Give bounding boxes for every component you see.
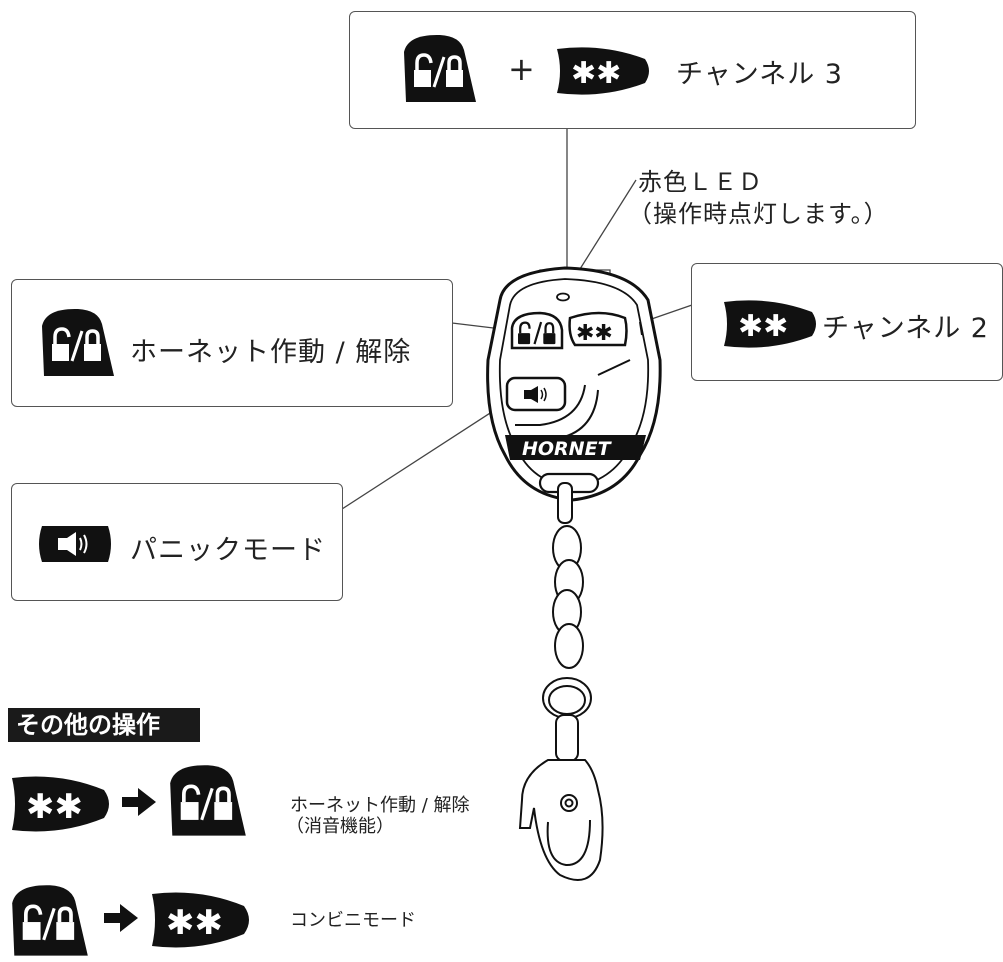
remote-star-button xyxy=(568,311,628,347)
remote-body: ✱✱ HORNET xyxy=(486,266,662,502)
leader-line-arm xyxy=(451,322,511,331)
op1-label-line2: （消音機能） xyxy=(286,816,394,837)
plus-sign: + xyxy=(508,50,536,88)
arm-disarm-label: ホーネット作動 / 解除 xyxy=(130,337,412,368)
brand-plate xyxy=(505,435,646,460)
clasp xyxy=(518,759,604,881)
star-star-icon: ✱✱ xyxy=(557,47,649,95)
red-led xyxy=(556,292,570,302)
remote-speaker-button xyxy=(505,376,567,412)
leader-line-channel2 xyxy=(639,304,693,324)
svg-text:✱✱: ✱✱ xyxy=(166,903,223,943)
channel2-callout: ✱✱ チャンネル 2 xyxy=(691,263,1003,381)
star-star-icon: ✱✱ xyxy=(12,776,109,832)
led-label-line1: 赤色ＬＥＤ xyxy=(638,168,763,196)
op1-label-line1: ホーネット作動 / 解除 xyxy=(290,795,470,816)
channel3-label: チャンネル 3 xyxy=(676,59,843,90)
remote-lock-button xyxy=(510,311,564,350)
led-label-line2: （操作時点灯します。） xyxy=(628,200,889,228)
speaker-icon xyxy=(39,526,111,562)
right-arrow-icon xyxy=(104,904,138,932)
key-chain xyxy=(542,482,592,762)
lock-unlock-icon xyxy=(42,308,114,376)
star-star-icon: ✱✱ xyxy=(152,892,249,948)
brand-text: HORNET xyxy=(522,438,613,460)
lock-unlock-icon xyxy=(170,765,246,836)
svg-text:✱✱: ✱✱ xyxy=(576,321,613,346)
channel2-label: チャンネル 2 xyxy=(822,313,989,344)
lock-unlock-icon xyxy=(12,885,88,956)
svg-text:✱✱: ✱✱ xyxy=(738,309,788,344)
led-bracket xyxy=(539,269,611,300)
other-ops-heading: その他の操作 xyxy=(8,708,200,742)
channel3-callout: + ✱✱ チャンネル 3 xyxy=(349,11,916,129)
right-arrow-icon xyxy=(122,788,156,816)
svg-text:✱✱: ✱✱ xyxy=(26,787,83,827)
lock-unlock-icon xyxy=(404,34,476,102)
panic-label: パニックモード xyxy=(130,535,326,566)
arm-disarm-callout: ホーネット作動 / 解除 xyxy=(11,279,453,407)
leader-line-panic xyxy=(341,394,519,510)
leader-line-led xyxy=(562,179,637,297)
svg-text:✱✱: ✱✱ xyxy=(571,56,621,91)
panic-callout: パニックモード xyxy=(11,483,343,601)
op2-label: コンビニモード xyxy=(290,910,416,931)
star-star-icon: ✱✱ xyxy=(724,300,816,348)
